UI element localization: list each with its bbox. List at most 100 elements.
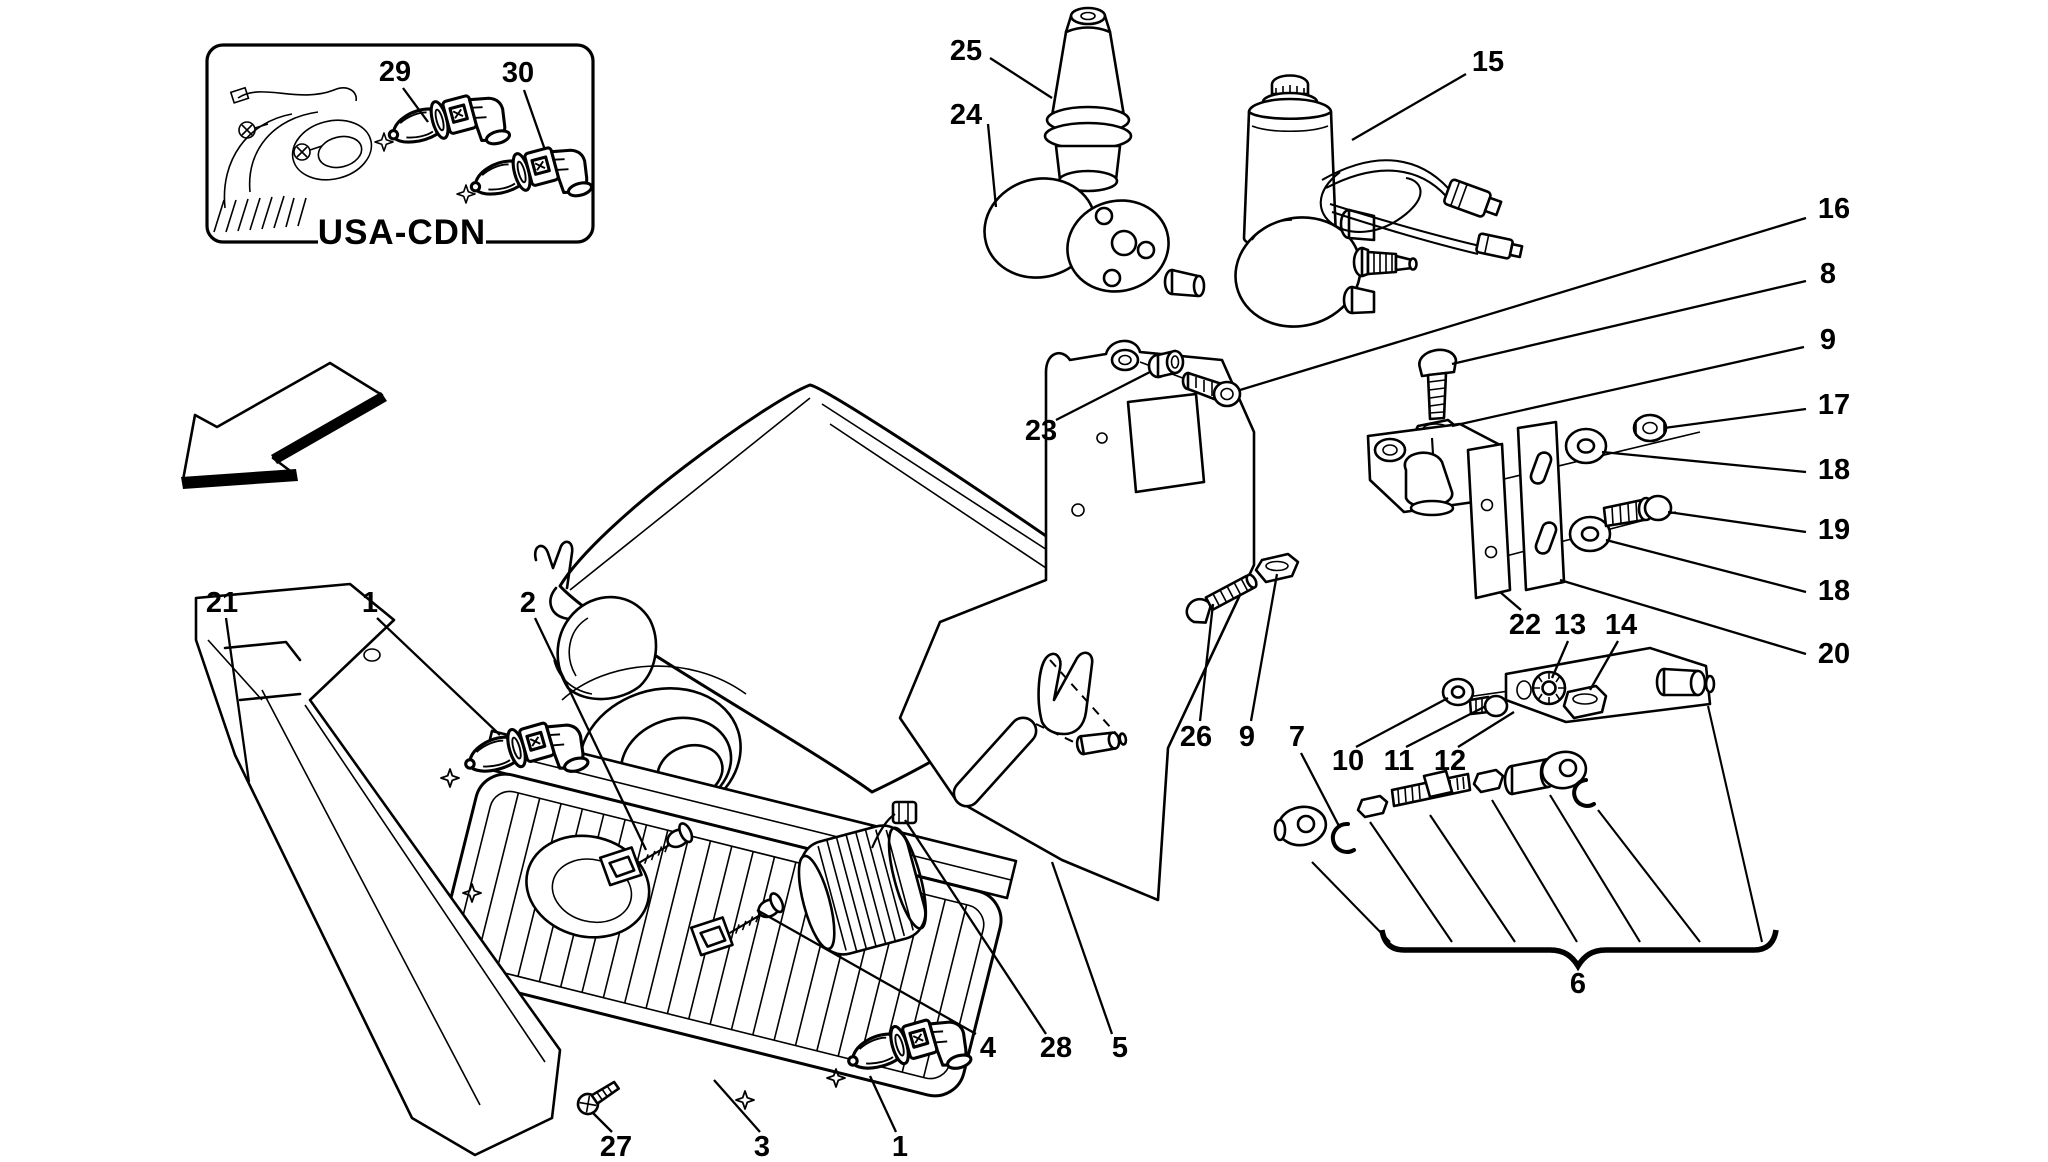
leader-line-10 (1355, 696, 1449, 749)
usa-cdn-inset: USA-CDN (205, 43, 595, 252)
callout-label-19: 19 (1818, 514, 1850, 546)
nut-9b (1254, 552, 1300, 584)
nut-17 (1632, 413, 1668, 443)
leader-line-16 (1239, 216, 1807, 392)
leader-line-27 (591, 1111, 613, 1133)
stub-bolt (1075, 731, 1128, 756)
callout-label-15: 15 (1472, 46, 1504, 78)
rubber-grommet (1110, 348, 1140, 372)
callout-label-17: 17 (1818, 389, 1850, 421)
u-clip (1037, 651, 1094, 736)
leader-line-23 (1055, 370, 1151, 422)
callout-label-20: 20 (1818, 638, 1850, 670)
leader-line-26 (1198, 603, 1215, 722)
leader-line-24 (986, 123, 998, 208)
leader-line-30 (522, 89, 547, 151)
leader-line-13 (1550, 640, 1570, 679)
callout-label-28: 28 (1040, 1032, 1072, 1064)
leader-line-18 (1601, 450, 1807, 474)
leader-line-8 (1451, 279, 1807, 366)
group-fan-lines (1311, 705, 1764, 943)
callout-label-4: 4 (980, 1032, 996, 1064)
serrated-washer-13 (1531, 670, 1567, 706)
leader-line-1 (868, 1075, 898, 1133)
callout-label-18: 18 (1818, 454, 1850, 486)
bulb-29 (382, 83, 513, 172)
linkage-rod-parts (1273, 705, 1779, 972)
leader-line-5 (1050, 861, 1114, 1035)
callout-label-8: 8 (1820, 258, 1836, 290)
circlip-7 (1330, 821, 1356, 854)
sparkle-icon (440, 768, 460, 788)
leader-line-29 (402, 87, 429, 123)
bolt-19 (1602, 494, 1673, 528)
pivot-bracket-arm (1366, 422, 1504, 517)
mounting-plate-bracket (898, 339, 1504, 902)
leader-line-25 (989, 57, 1053, 99)
group-brace-6 (1379, 929, 1779, 972)
callout-label-18: 18 (1818, 575, 1850, 607)
shim-plate-22 (1466, 442, 1512, 600)
leader-line-11 (1405, 704, 1487, 749)
bolt-26 (1185, 573, 1258, 624)
callout-label-9: 9 (1239, 721, 1255, 753)
plate-slot (952, 716, 1038, 808)
threaded-adjuster-rod (1390, 769, 1472, 808)
bulb-30 (464, 135, 595, 224)
wire-connector (1475, 232, 1524, 260)
boot-cone (553, 595, 658, 701)
inset-region-label: USA-CDN (318, 213, 486, 252)
leader-line-20 (1559, 578, 1807, 656)
leader-line-22 (1499, 591, 1522, 611)
leader-line-15 (1351, 73, 1467, 141)
leader-line-28 (904, 819, 1047, 1035)
shoulder-bolt (1181, 371, 1242, 408)
callout-label-21: 21 (206, 587, 238, 619)
leader-line-1 (376, 617, 501, 736)
leader-line-18 (1605, 538, 1807, 594)
lock-nut (1356, 794, 1389, 819)
callout-label-24: 24 (950, 99, 982, 131)
callout-label-30: 30 (502, 57, 534, 89)
inset-headlamp-sketch (213, 86, 373, 233)
leader-line-9 (1249, 573, 1279, 722)
headlight-unit (437, 595, 1018, 1110)
callout-label-6: 6 (1570, 968, 1586, 1000)
callout-label-26: 26 (1180, 721, 1212, 753)
leader-line-19 (1667, 510, 1807, 534)
plate-square-hole (1126, 392, 1206, 494)
leader-line-12 (1457, 711, 1515, 748)
leader-line-17 (1663, 407, 1807, 430)
pump-motor-left (983, 6, 1206, 298)
callout-label-7: 7 (1289, 721, 1305, 753)
callout-label-1: 1 (892, 1131, 908, 1162)
screw-27 (576, 1080, 621, 1116)
callout-label-12: 12 (1434, 745, 1466, 777)
callout-label-29: 29 (379, 56, 411, 88)
leader-line-21 (224, 617, 251, 783)
callout-label-2: 2 (520, 587, 536, 619)
callout-label-13: 13 (1554, 609, 1586, 641)
callout-label-1: 1 (362, 587, 378, 619)
callout-label-23: 23 (1025, 415, 1057, 447)
leader-line-14 (1589, 640, 1619, 691)
shim-plates-washers (1466, 413, 1701, 600)
pump-motor-right (1234, 74, 1524, 328)
callout-label-22: 22 (1509, 609, 1541, 641)
clip-28 (871, 800, 918, 849)
callout-label-11: 11 (1384, 745, 1415, 777)
callout-label-9: 9 (1820, 324, 1836, 356)
housing-trim-21 (194, 582, 621, 1157)
callout-label-14: 14 (1605, 609, 1637, 641)
wire-connector (1443, 178, 1503, 218)
lock-nut (1472, 768, 1505, 794)
callout-label-16: 16 (1818, 193, 1850, 225)
leader-line-4 (756, 908, 977, 1036)
nut-14 (1562, 684, 1608, 720)
rubber-bellows-drum (797, 824, 928, 956)
bolt-8 (1418, 348, 1458, 421)
bolt-11 (1468, 694, 1509, 718)
